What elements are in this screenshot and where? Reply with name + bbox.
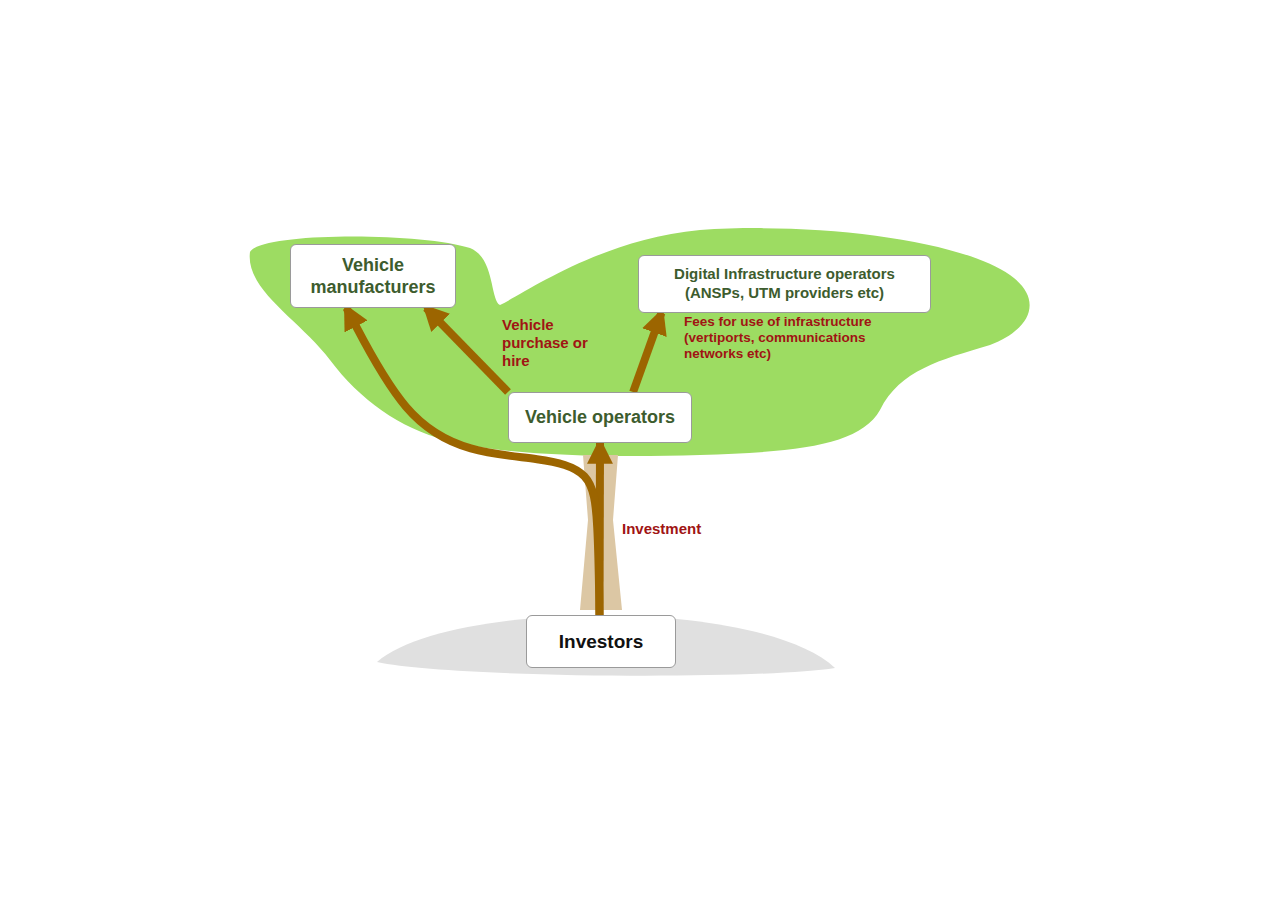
flow-label: Fees for use of infrastructure (vertipor… [684,314,909,363]
entity-box: Vehicle manufacturers [290,244,456,308]
node-label: Vehicle manufacturers [299,254,447,299]
node-label: Vehicle operators [525,406,675,429]
node-label: Investors [559,630,643,654]
flow-arrow [346,308,599,615]
flow-arrow [426,308,508,392]
flow-arrow [633,313,661,392]
node-label: Digital Infrastructure operators (ANSPs,… [647,265,922,303]
ground-mound [377,615,835,675]
entity-box: Vehicle operators [508,392,692,443]
entity-box: Investors [526,615,676,668]
flow-label: Investment [622,520,742,538]
entity-box: Digital Infrastructure operators (ANSPs,… [638,255,931,313]
flow-label: Vehicle purchase or hire [502,316,597,370]
